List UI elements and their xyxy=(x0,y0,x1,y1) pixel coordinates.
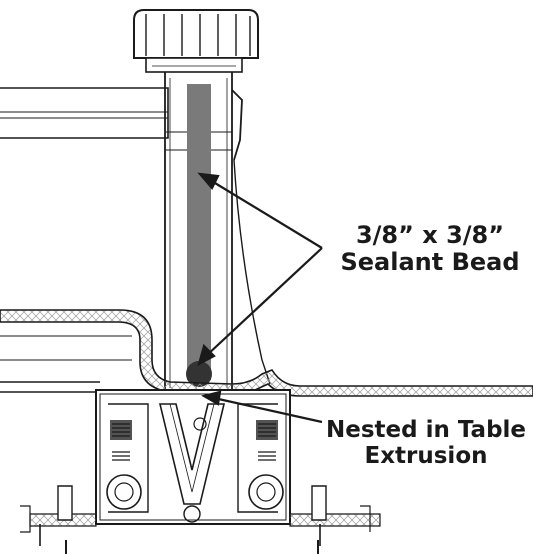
sealant-bead xyxy=(186,361,212,387)
upper-frame-rail xyxy=(0,87,169,139)
panel-skin xyxy=(0,309,533,397)
nested-extrusion-label-line1: Nested in Table xyxy=(325,417,527,443)
leader-arrows xyxy=(197,172,323,424)
table-extrusion xyxy=(20,389,381,554)
nested-extrusion-label-line2: Extrusion xyxy=(364,442,488,469)
sealant-bead-label-line2: Sealant Bead xyxy=(340,247,520,276)
cartridge-tube xyxy=(164,72,271,390)
sealant-column xyxy=(187,84,211,380)
sealant-bead-label-line1: 3/8” x 3/8” xyxy=(355,221,505,249)
cartridge-cap xyxy=(133,9,259,73)
nested-extrusion-label: Nested in Table Extrusion xyxy=(322,417,530,470)
sealant-bead-label: 3/8” x 3/8” Sealant Bead xyxy=(330,222,530,276)
